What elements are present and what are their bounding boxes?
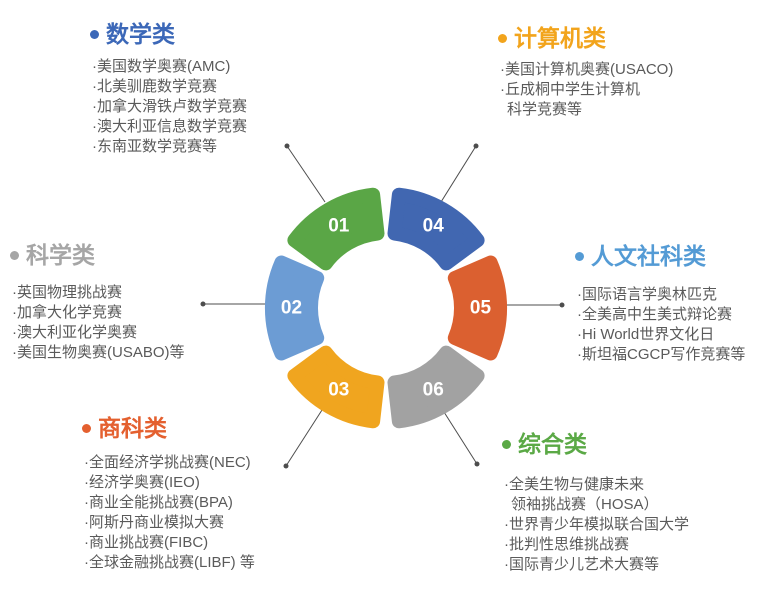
donut-segment-04 (387, 187, 485, 271)
category-title-label: 计算机类 (514, 25, 606, 51)
donut-segment-05 (447, 255, 507, 361)
category-title-comprehensive: 综合类 (502, 430, 689, 458)
category-title-label: 综合类 (518, 431, 587, 457)
category-title-business: 商科类 (82, 414, 255, 442)
category-business: 商科类 ·全面经济学挑战赛(NEC) ·经济学奥赛(IEO) ·商业全能挑战赛(… (82, 414, 255, 573)
competition-item: ·经济学奥赛(IEO) (84, 474, 200, 491)
segment-number-02: 02 (281, 298, 302, 319)
competition-item: ·北美驯鹿数学竞赛 (92, 78, 217, 95)
segment-number-01: 01 (328, 216, 350, 237)
competition-item: ·全美生物与健康未来 (504, 476, 644, 493)
competition-item: ·东南亚数学竞赛等 (92, 138, 217, 155)
category-title-humanities: 人文社科类 (575, 242, 745, 270)
competition-list-comprehensive: ·全美生物与健康未来 领袖挑战赛（HOSA） ·世界青少年模拟联合国大学 ·批判… (504, 475, 689, 575)
bullet-icon (82, 423, 91, 433)
competition-item: ·美国数学奥赛(AMC) (92, 58, 231, 75)
connector-lines (200, 143, 565, 469)
connector-line-computer (440, 145, 477, 203)
competition-item: ·英国物理挑战赛 (12, 284, 122, 301)
connector-dot-comprehensive (474, 461, 480, 467)
segment-number-05: 05 (470, 298, 492, 319)
category-title-math: 数学类 (90, 20, 247, 48)
bullet-icon (502, 439, 511, 449)
competition-item: ·澳大利亚化学奥赛 (12, 324, 137, 341)
bullet-icon (498, 33, 507, 43)
competition-item: ·世界青少年模拟联合国大学 (504, 516, 689, 533)
competition-item: ·商业挑战赛(FIBC) (84, 534, 209, 551)
bullet-icon (10, 250, 19, 260)
connector-dot-business (283, 463, 289, 469)
connector-line-math (286, 145, 326, 203)
competition-item: ·斯坦福CGCP写作竞赛等 (577, 346, 746, 363)
donut-chart: 01 02 03 04 05 06 (265, 187, 507, 429)
competition-item: ·美国生物奥赛(USABO)等 (12, 344, 185, 361)
category-title-label: 数学类 (106, 21, 175, 47)
competition-list-computer: ·美国计算机奥赛(USACO) ·丘成桐中学生计算机 科学竞赛等 (500, 60, 673, 120)
competition-item: ·全面经济学挑战赛(NEC) (84, 454, 251, 471)
competition-item: ·商业全能挑战赛(BPA) (84, 494, 233, 511)
category-title-label: 人文社科类 (591, 243, 706, 269)
connector-dot-science (200, 301, 206, 307)
category-title-label: 商科类 (98, 415, 167, 441)
donut-segment-02 (265, 255, 325, 361)
competition-item: ·加拿大滑铁卢数学竞赛 (92, 98, 247, 115)
donut-segment-01 (287, 187, 385, 271)
segment-number-06: 06 (423, 379, 444, 400)
donut-segment-03 (287, 345, 385, 429)
competition-item: ·阿斯丹商业模拟大赛 (84, 514, 224, 531)
category-comprehensive: 综合类 ·全美生物与健康未来 领袖挑战赛（HOSA） ·世界青少年模拟联合国大学… (502, 430, 689, 575)
competition-item-continuation: 科学竞赛等 (507, 101, 583, 118)
segment-number-04: 04 (423, 216, 445, 237)
competition-item: ·加拿大化学竞赛 (12, 304, 122, 321)
competition-item: ·全球金融挑战赛(LIBF) 等 (84, 554, 255, 571)
competition-item: ·丘成桐中学生计算机 (500, 81, 640, 98)
competition-list-math: ·美国数学奥赛(AMC) ·北美驯鹿数学竞赛 ·加拿大滑铁卢数学竞赛 ·澳大利亚… (92, 57, 247, 157)
competition-item: ·国际青少儿艺术大赛等 (504, 556, 659, 573)
competition-item: ·澳大利亚信息数学竞赛 (92, 118, 247, 135)
competition-list-humanities: ·国际语言学奥林匹克 ·全美高中生美式辩论赛 ·Hi World世界文化日 ·斯… (577, 285, 745, 365)
connector-dot-humanities (559, 302, 565, 308)
connector-dot-computer (473, 143, 479, 149)
category-humanities: 人文社科类 ·国际语言学奥林匹克 ·全美高中生美式辩论赛 ·Hi World世界… (575, 242, 745, 365)
connector-dot-math (284, 143, 290, 149)
connector-line-business (285, 409, 323, 467)
competition-item: ·国际语言学奥林匹克 (577, 286, 717, 303)
donut-segment-06 (387, 345, 485, 429)
competition-item: ·全美高中生美式辩论赛 (577, 306, 732, 323)
competition-list-science: ·英国物理挑战赛 ·加拿大化学竞赛 ·澳大利亚化学奥赛 ·美国生物奥赛(USAB… (12, 283, 185, 363)
competition-item: ·Hi World世界文化日 (577, 326, 715, 343)
category-computer: 计算机类 ·美国计算机奥赛(USACO) ·丘成桐中学生计算机 科学竞赛等 (498, 24, 673, 120)
category-title-computer: 计算机类 (498, 24, 673, 52)
segment-number-03: 03 (328, 379, 349, 400)
competition-list-business: ·全面经济学挑战赛(NEC) ·经济学奥赛(IEO) ·商业全能挑战赛(BPA)… (84, 453, 255, 573)
competition-item: ·美国计算机奥赛(USACO) (500, 61, 674, 78)
category-title-science: 科学类 (10, 241, 185, 269)
competition-item-continuation: 领袖挑战赛（HOSA） (511, 496, 659, 513)
bullet-icon (575, 251, 584, 261)
bullet-icon (90, 29, 99, 39)
competition-item: ·批判性思维挑战赛 (504, 536, 629, 553)
category-title-label: 科学类 (26, 242, 95, 268)
category-math: 数学类 ·美国数学奥赛(AMC) ·北美驯鹿数学竞赛 ·加拿大滑铁卢数学竞赛 ·… (90, 20, 247, 157)
category-science: 科学类 ·英国物理挑战赛 ·加拿大化学竞赛 ·澳大利亚化学奥赛 ·美国生物奥赛(… (10, 241, 185, 363)
